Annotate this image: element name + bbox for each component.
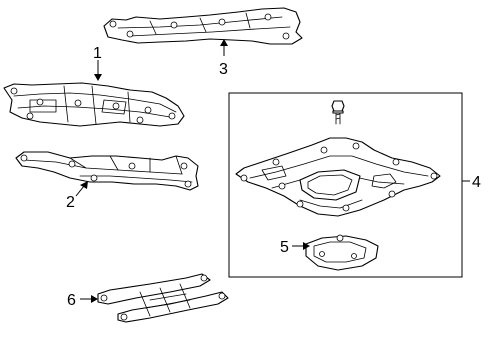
- callout-6-label: 6: [67, 292, 76, 309]
- callout-3-label: 3: [219, 61, 228, 78]
- callout-1: 1: [93, 45, 102, 81]
- part-6-brace: [97, 273, 229, 323]
- part-2-frame-member: [15, 151, 199, 191]
- callout-4-label: 4: [472, 174, 481, 191]
- part-5-small-cover: [305, 234, 379, 271]
- bolt: [331, 100, 345, 125]
- part-1-engine-under-cover: [3, 82, 185, 127]
- callout-6: 6: [67, 292, 98, 309]
- component-box: [228, 92, 463, 278]
- callout-3: 3: [219, 39, 228, 78]
- callout-4: 4: [462, 174, 481, 191]
- callout-1-label: 1: [93, 45, 102, 62]
- callout-5: 5: [280, 239, 310, 256]
- callout-5-label: 5: [280, 239, 289, 256]
- part-3-crossmember: [103, 7, 303, 45]
- part-4-under-cover: [235, 137, 441, 217]
- callout-2-label: 2: [66, 194, 75, 211]
- callout-2: 2: [66, 181, 88, 211]
